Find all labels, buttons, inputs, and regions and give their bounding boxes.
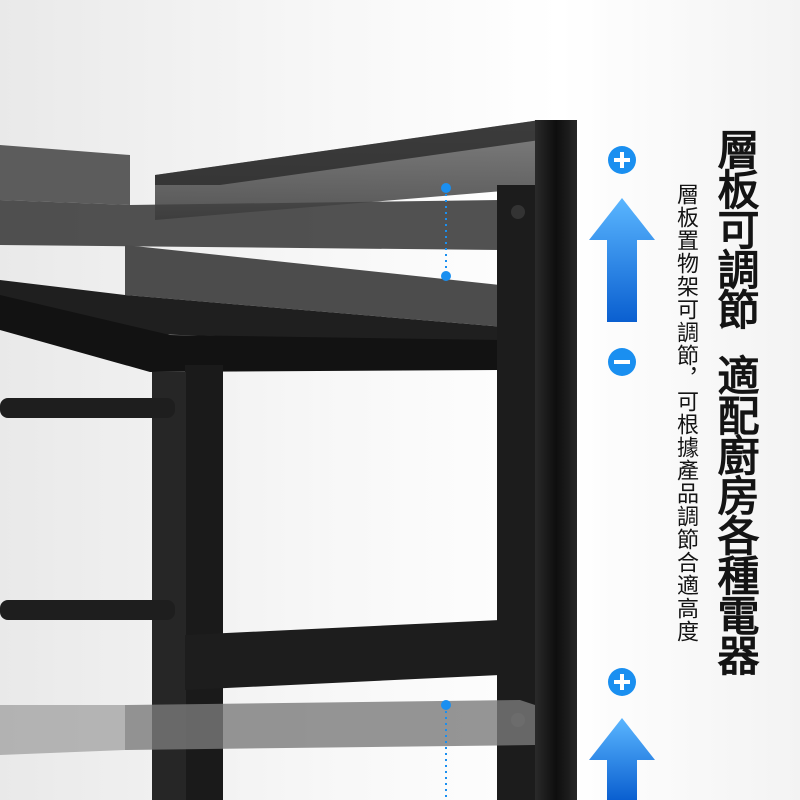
- lower-shelf: [0, 700, 535, 755]
- plus-circle-icon: [608, 146, 636, 174]
- headline-line-2: 適配廚房各種電器: [711, 354, 760, 674]
- upper-shelf: [0, 120, 575, 372]
- description-text: 層板置物架可調節，可根據產品調節合適高度: [673, 183, 698, 643]
- headline-line-1: 層板可調節: [711, 128, 760, 328]
- plus-circle-icon: [608, 668, 636, 696]
- adjustment-guide-top: [441, 183, 451, 281]
- up-arrow-icon: [589, 198, 655, 322]
- minus-circle-icon: [608, 348, 636, 376]
- up-arrow-icon: [589, 718, 655, 800]
- adjustment-guide-bottom: [441, 700, 451, 800]
